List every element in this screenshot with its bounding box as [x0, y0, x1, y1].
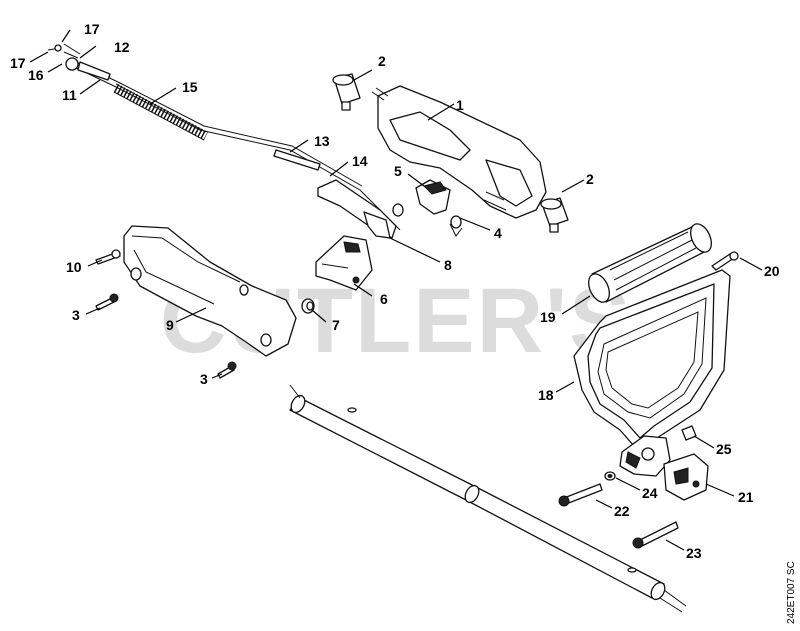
leader-lines: [29, 29, 763, 551]
throttle-cable: [47, 43, 401, 231]
drive-tube: [289, 384, 687, 613]
callout-19: 19: [540, 309, 556, 325]
throttle-trigger: [317, 179, 397, 239]
callout-24: 24: [642, 485, 658, 501]
callout-16: 16: [28, 67, 44, 83]
grip-hose: [588, 223, 712, 303]
drawing-code: 242ET007 SC: [786, 561, 797, 624]
screw-10: [95, 249, 121, 265]
callout-14: 14: [352, 153, 368, 169]
callout-25: 25: [716, 441, 732, 457]
callout-12: 12: [114, 39, 130, 55]
callout-21: 21: [738, 489, 754, 505]
callout-2-right: 2: [586, 171, 594, 187]
callout-23: 23: [686, 545, 702, 561]
callout-6: 6: [380, 291, 388, 307]
clamp-right: [540, 197, 569, 233]
cable-spring: [113, 83, 209, 141]
callout-4: 4: [494, 225, 502, 241]
switch-block: [315, 235, 373, 291]
callout-3-bottom: 3: [200, 371, 208, 387]
callout-13: 13: [314, 133, 330, 149]
screw-23: [632, 521, 679, 549]
callout-8: 8: [444, 257, 452, 273]
torsion-spring: [392, 203, 463, 237]
callout-1: 1: [456, 97, 464, 113]
callout-2-top: 2: [378, 53, 386, 69]
callout-22: 22: [614, 503, 630, 519]
screw-3-bottom: [217, 361, 237, 379]
callout-17-top: 17: [84, 21, 100, 37]
cable-sleeve: [273, 149, 321, 171]
screw-22: [558, 483, 603, 507]
loop-handle: [573, 269, 731, 477]
callout-3-top: 3: [72, 307, 80, 323]
throttle-lockout: [415, 179, 451, 215]
callout-11: 11: [62, 87, 77, 103]
rear-handle-half: [123, 225, 297, 357]
control-handle-housing: [371, 85, 547, 219]
nut-25: [681, 425, 697, 441]
washer-24: [604, 471, 616, 481]
screw-3-top: [95, 293, 119, 311]
callout-20: 20: [764, 263, 780, 279]
callouts: 17 12 17 16 11 15 2 1 13 14 5 2 4 8 10 6…: [10, 21, 780, 561]
clamp-top: [332, 73, 361, 111]
callout-18: 18: [538, 387, 554, 403]
screw-20: [711, 251, 739, 271]
callout-5: 5: [394, 163, 402, 179]
torsion-spring-7: [301, 298, 315, 314]
callout-10: 10: [66, 259, 82, 275]
callout-15: 15: [182, 79, 198, 95]
callout-17-left: 17: [10, 55, 26, 71]
callout-9: 9: [166, 317, 174, 333]
callout-7: 7: [332, 317, 340, 333]
clamp-block: [663, 453, 709, 501]
